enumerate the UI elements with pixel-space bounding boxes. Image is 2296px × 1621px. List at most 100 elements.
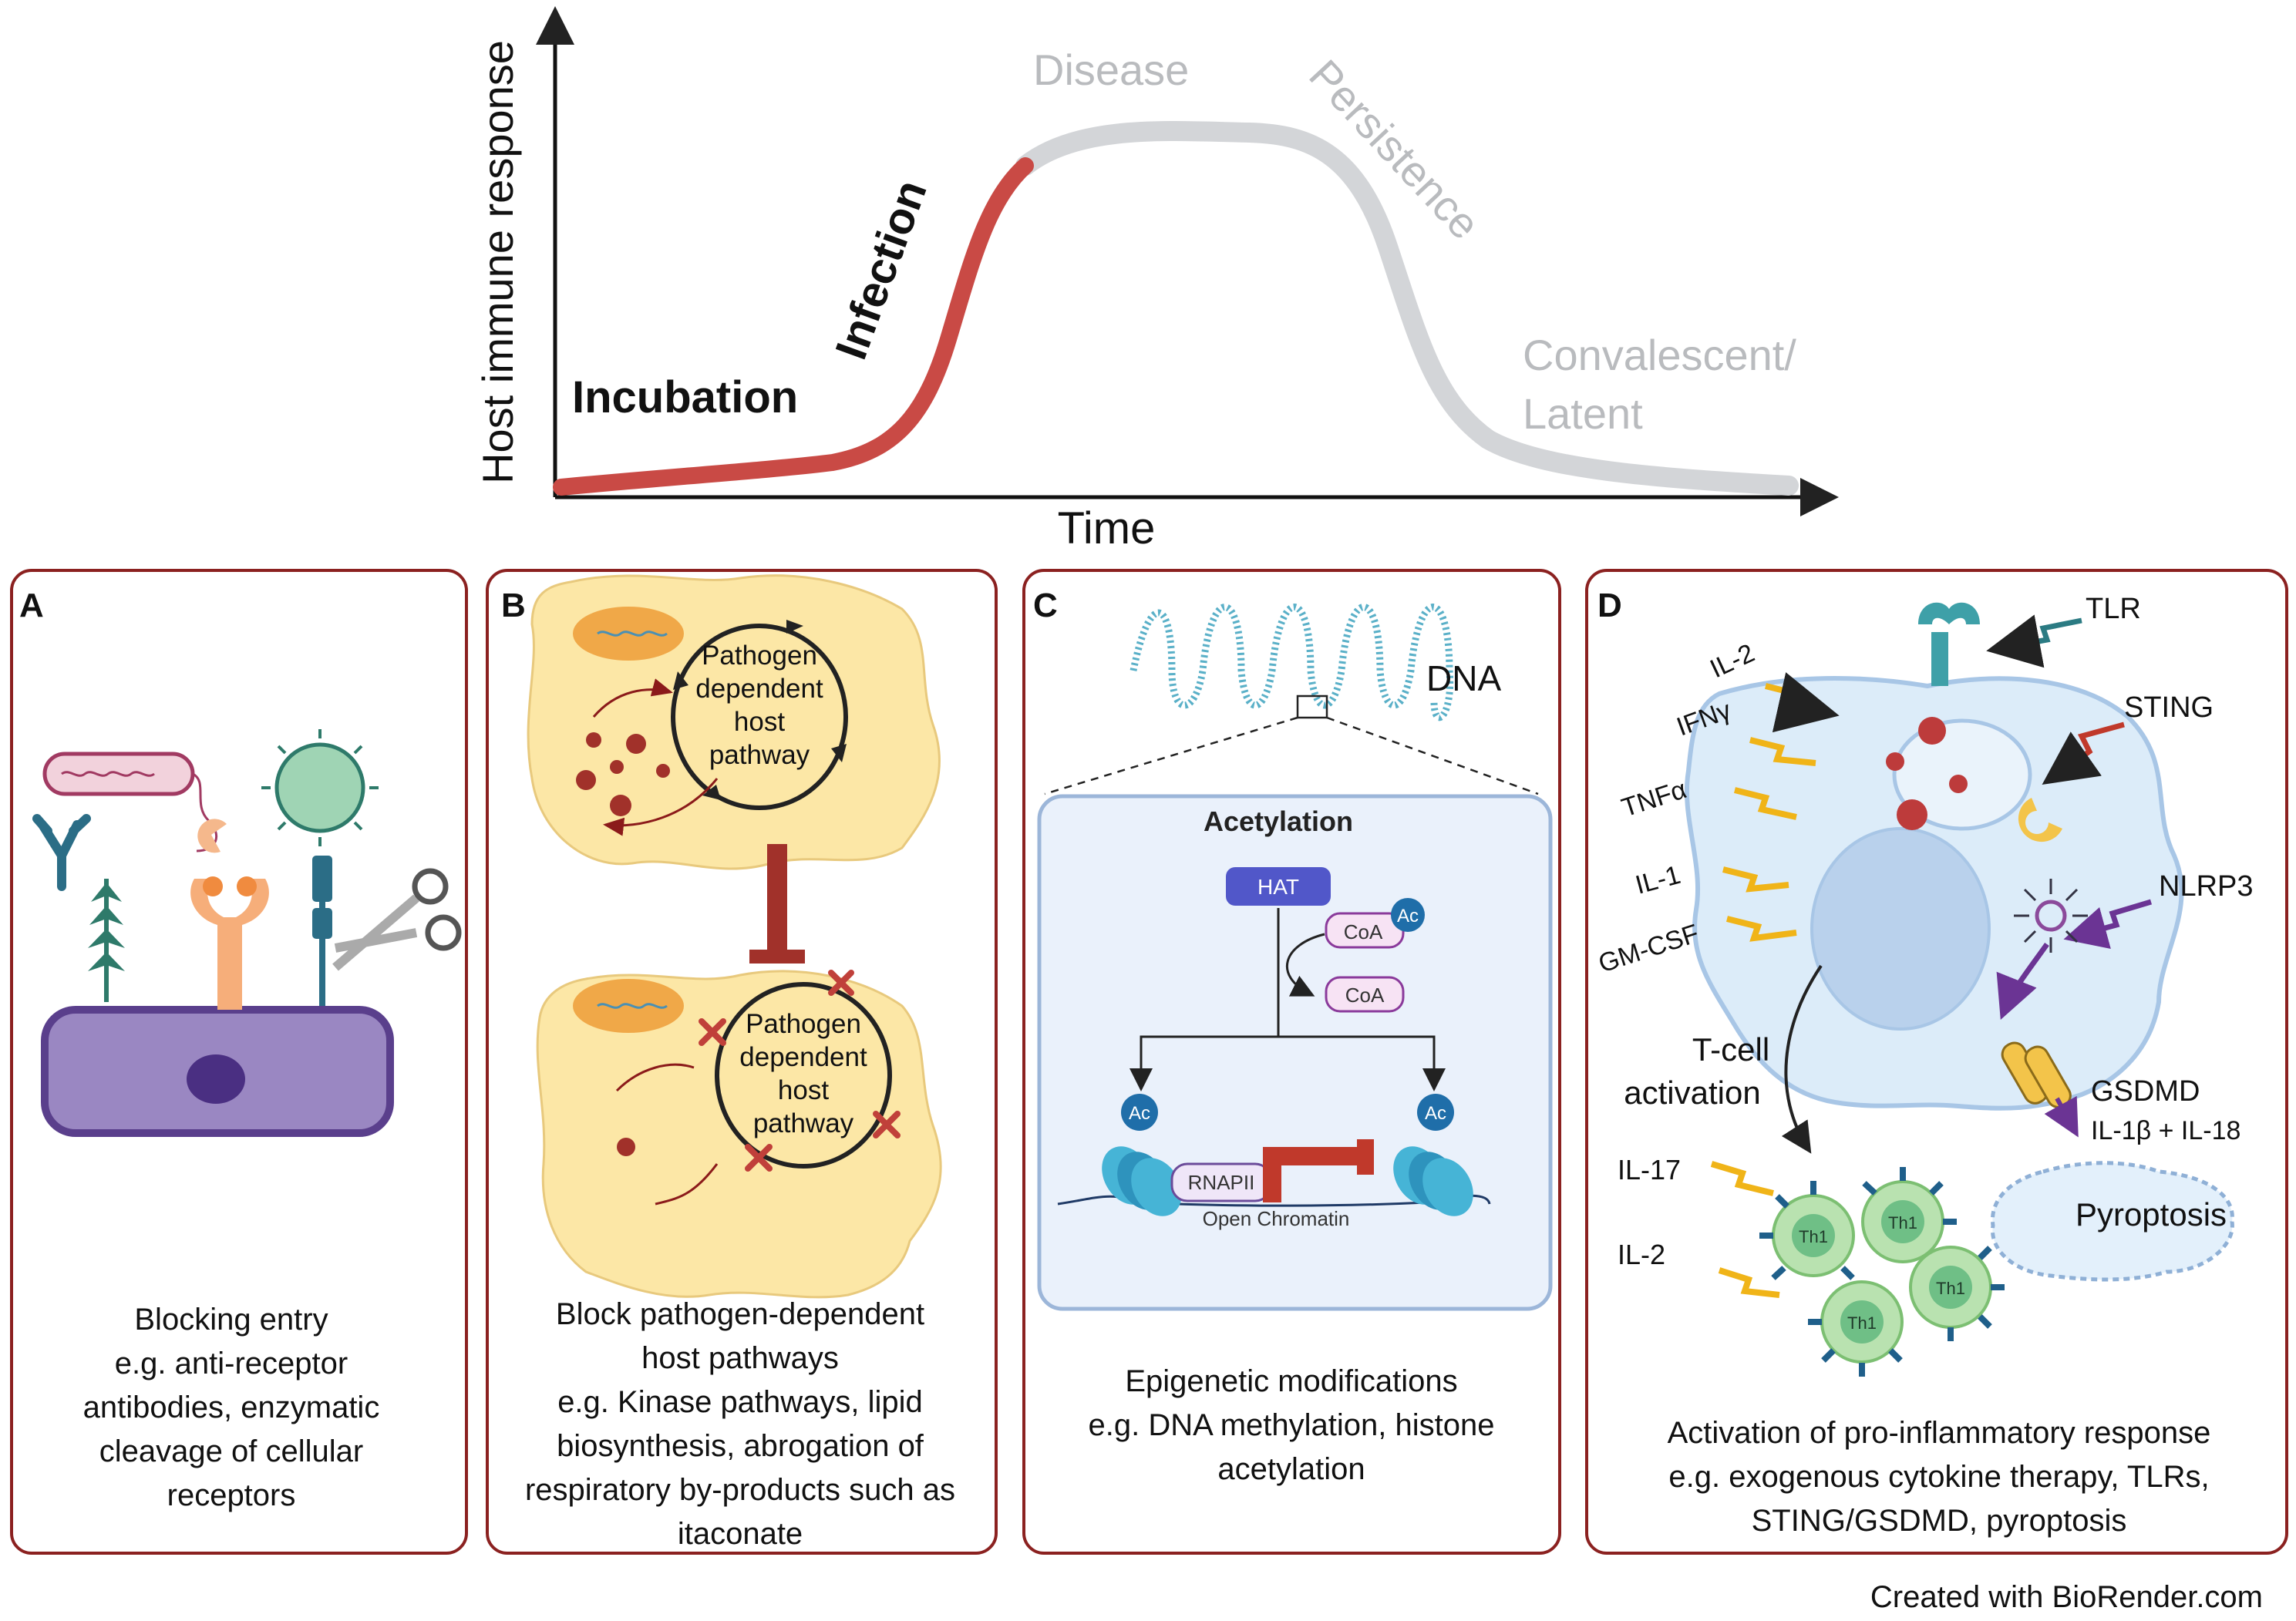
biorender-credit: Created with BioRender.com [1870,1580,2263,1614]
cytokine-lightning-icons [1722,672,1840,942]
pyroptosis-cloud [1990,1161,2234,1282]
tlr-label: TLR [2086,593,2141,625]
pathway-bottom-line: Pathogen [746,1009,861,1039]
th1-cell-icon [1759,1181,1855,1280]
panel-d-caption-line: STING/GSDMD, pyroptosis [1752,1504,2127,1538]
sting-lightning-icon [2042,721,2125,785]
th1-label: Th1 [1936,1279,1965,1298]
coa-ac-label: CoA [1344,920,1383,943]
tcell-label-line1: T-cell [1692,1031,1769,1068]
sting-protein-icon [2018,798,2062,842]
panel-c: C DNA Acetylation HAT CoA Ac CoA Ac [1022,569,1561,1555]
panel-a-letter: A [19,587,44,624]
panel-a-caption-line: Blocking entry [134,1303,328,1337]
th1-cell-icon [1808,1280,1904,1377]
panel-b-caption-line: biosynthesis, abrogation of [557,1429,924,1463]
pathway-top-line: Pathogen [702,641,817,671]
inflammasome-icon [2014,879,2088,953]
pathway-arrows-top [673,620,847,800]
il17-label: IL-17 [1618,1154,1681,1185]
panel-c-letter: C [1033,587,1058,624]
pathway-bottom-line: pathway [753,1108,854,1138]
panel-c-caption: Epigenetic modifications e.g. DNA methyl… [1089,1364,1495,1486]
panel-b-caption: Block pathogen-dependent host pathways e… [525,1297,955,1551]
curve-active-segment [553,157,1034,496]
phagosome [1892,718,2032,831]
il1b-il18-label: IL-1β + IL-18 [2091,1116,2240,1145]
ac-label-top: Ac [1397,906,1419,927]
pathway-top-line: dependent [695,674,823,704]
acetylation-branch-left [1129,1035,1278,1091]
x-axis-label: Time [1058,503,1156,553]
dna-zoom-box [1296,694,1328,719]
dna-strand-top [597,631,668,637]
open-chromatin-label: Open Chromatin [1203,1207,1350,1230]
pathway-cycle-bottom [715,982,892,1169]
rnapii-label: RNAPII [1188,1171,1255,1194]
pathway-cycle-top [671,624,848,810]
panel-b-caption-line: respiratory by-products such as [525,1473,955,1507]
stage-infection: Infection [826,173,937,365]
gsdmd-release-arrow [2044,1095,2079,1138]
bacterium-icon [42,752,218,853]
red-arrow-top-2 [603,778,719,836]
inflammasome-arrow [1996,942,2049,1020]
dna-label: DNA [1426,658,1501,698]
coa-label: CoA [1345,984,1385,1007]
panel-b-caption-line: e.g. Kinase pathways, lipid [557,1385,923,1419]
panel-d: D TLR STING NLRP3 [1585,569,2288,1555]
antibody-icon [32,814,91,891]
acetylation-title: Acetylation [1204,805,1353,837]
th1-label: Th1 [1888,1213,1917,1233]
pyroptosis-label: Pyroptosis [2075,1196,2227,1233]
block-x-marks [699,970,901,1172]
scissors-icon [332,868,462,971]
tlr-lightning-icon [1986,614,2082,668]
ac-bubble-left [1121,1094,1158,1131]
receptor-column-icon [312,856,332,1006]
enzyme-icon [197,819,227,853]
inhibition-bar-head [749,950,805,964]
panel-a: A [10,569,468,1555]
pathway-bottom-line: dependent [739,1042,867,1072]
th1-label: Th1 [1847,1313,1877,1333]
panel-b-letter: B [501,587,526,624]
nucleosome-left-icon [1102,1146,1182,1216]
panel-d-caption-line: Activation of pro-inflammatory response [1668,1416,2211,1450]
il17-lightning-icon [1710,1161,1774,1196]
th1-cell-icon [1909,1246,2005,1341]
coa-box [1325,976,1405,1013]
sting-label: STING [2124,691,2214,724]
pathway-bottom-line: host [778,1075,829,1105]
ac-bubble-top [1391,898,1425,932]
panel-b-caption-line: Block pathogen-dependent [556,1297,924,1331]
virion-bottom [617,1138,635,1156]
gsdmd-label: GSDMD [2091,1075,2200,1108]
hat-label: HAT [1257,875,1299,899]
cell-nucleus [187,1054,245,1104]
receptor-plant-icon [88,879,125,1002]
tcell-activation-arrow [1781,964,1823,1154]
nlrp3-lightning-icon [2063,899,2153,949]
nucleus-top [573,607,684,661]
panel-d-letter: D [1597,587,1622,624]
panel-c-caption-line: acetylation [1217,1452,1365,1486]
tcell-label-line2: activation [1624,1075,1760,1111]
dna-coil-icon [1129,604,1454,721]
virions-top [576,732,670,816]
stage-incubation: Incubation [572,372,798,422]
hat-box [1226,867,1331,906]
nlrp3-label: NLRP3 [2159,870,2254,903]
pathway-top-line: pathway [709,740,810,770]
immune-response-curve: Host immune response Time Incubation Inf… [473,6,1839,553]
il2-bottom-lightning-icon [1718,1267,1780,1298]
panel-b-caption-line: itaconate [678,1517,803,1551]
inhibition-bar-stem [767,844,787,952]
panel-d-caption: Activation of pro-inflammatory response … [1668,1416,2211,1538]
phagosome-virions [1886,717,1968,830]
panel-d-caption-line: e.g. exogenous cytokine therapy, TLRs, [1668,1460,2209,1494]
nucleus-bottom [573,979,684,1033]
y-axis-label: Host immune response [473,40,522,484]
zoom-line-left [1044,716,1298,795]
stage-convalescent-line1: Convalescent/ [1523,331,1796,379]
